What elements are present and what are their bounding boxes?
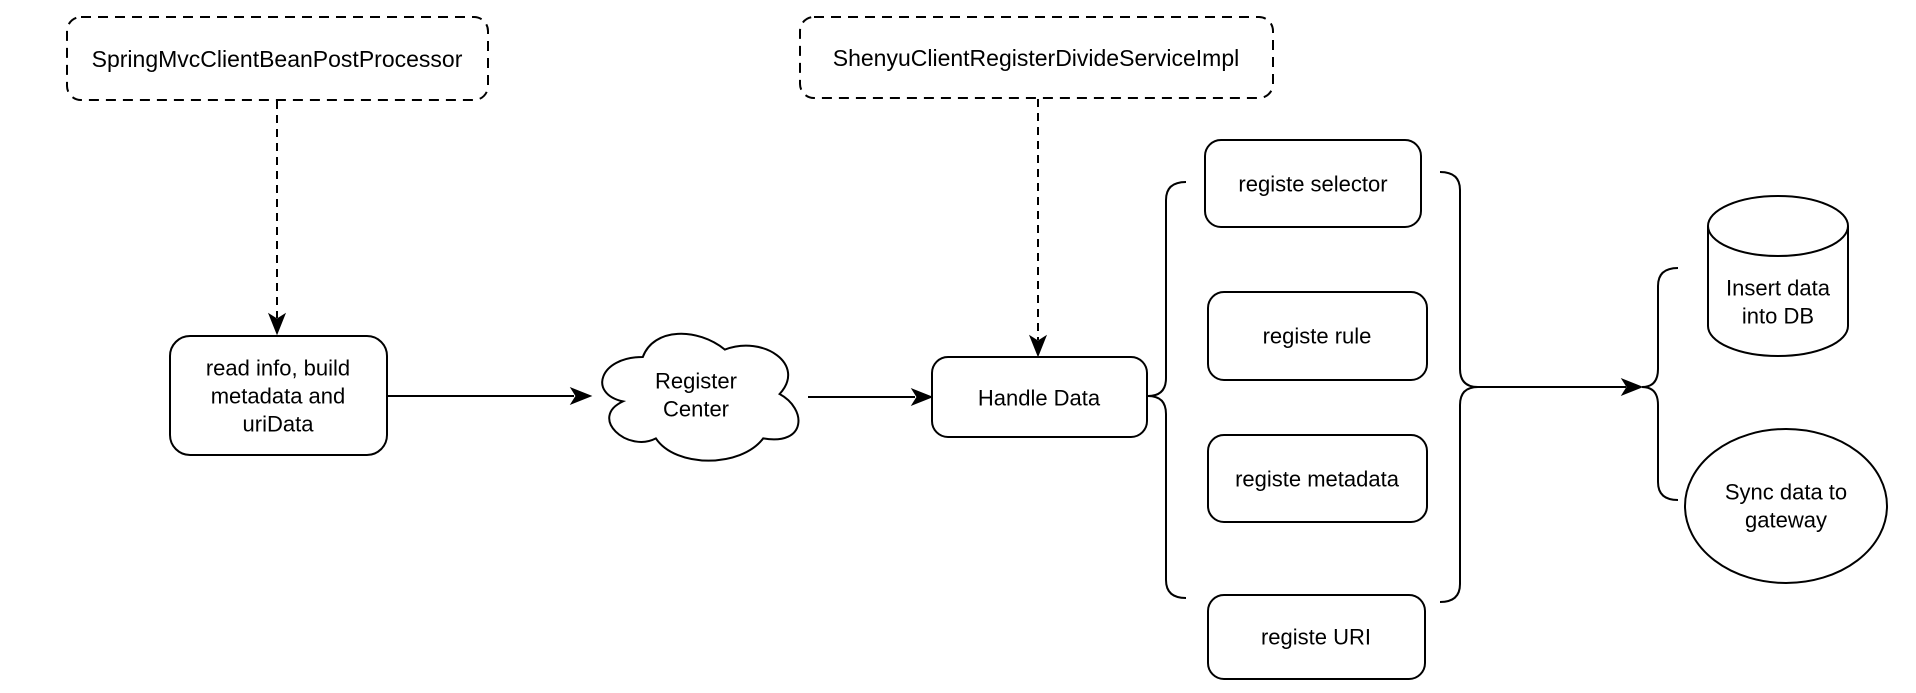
node-shenyu-client-register-divide-service-impl: ShenyuClientRegisterDivideServiceImpl — [799, 16, 1274, 99]
node-label-line2: into DB — [1742, 304, 1814, 329]
dashed-box — [66, 16, 489, 101]
node-label: registe metadata — [1235, 467, 1400, 492]
node-label: registe selector — [1238, 172, 1387, 197]
rounded-box — [1207, 594, 1426, 680]
rounded-box — [1204, 139, 1422, 228]
edge-registe-group-to-db-group — [1478, 377, 1644, 397]
arrowhead-right-icon — [569, 386, 593, 406]
node-label: SpringMvcClientBeanPostProcessor — [92, 46, 463, 72]
node-registe-metadata: registe metadata — [1207, 434, 1428, 523]
edge-spring-processor-to-read-info — [267, 101, 287, 336]
node-registe-rule: registe rule — [1207, 291, 1428, 381]
node-register-center-cloud: Register Center — [601, 332, 800, 462]
rounded-box — [169, 335, 388, 456]
node-insert-data-into-db: Insert data into DB — [1707, 195, 1849, 357]
brace-right-registe-group — [1439, 171, 1479, 603]
node-label: registe URI — [1261, 625, 1371, 650]
rounded-box — [1207, 434, 1428, 523]
node-spring-mvc-client-bean-post-processor: SpringMvcClientBeanPostProcessor — [66, 16, 489, 101]
arrowhead-right-icon — [1620, 377, 1644, 397]
node-label-line2: metadata and — [211, 384, 346, 409]
brace-left-db-group — [1641, 267, 1679, 501]
cloud-shape — [601, 332, 800, 462]
edge-shenyu-service-to-handle-data — [1028, 99, 1048, 358]
node-handle-data: Handle Data — [931, 356, 1148, 438]
node-read-info-build-metadata: read info, build metadata and uriData — [169, 335, 388, 456]
edge-register-center-to-handle-data — [808, 387, 934, 407]
node-registe-selector: registe selector — [1204, 139, 1422, 228]
node-sync-data-to-gateway: Sync data to gateway — [1684, 428, 1888, 584]
node-label-line2: Center — [663, 397, 729, 422]
node-label-line1: Register — [655, 369, 737, 394]
dashed-box — [799, 16, 1274, 99]
node-label-line1: read info, build — [206, 356, 350, 381]
node-label: registe rule — [1263, 324, 1372, 349]
arrowhead-right-icon — [910, 387, 934, 407]
edge-read-info-to-register-center — [388, 386, 593, 406]
node-registe-uri: registe URI — [1207, 594, 1426, 680]
rounded-box — [931, 356, 1148, 438]
node-label-line3: uriData — [243, 412, 315, 437]
rounded-box — [1207, 291, 1428, 381]
node-label-line1: Insert data — [1726, 276, 1831, 301]
node-label: ShenyuClientRegisterDivideServiceImpl — [833, 45, 1240, 71]
arrowhead-down-icon — [1028, 334, 1048, 358]
brace-left-registe-group — [1147, 181, 1187, 599]
ellipse-shape — [1684, 428, 1888, 584]
cylinder-body — [1707, 226, 1849, 357]
node-label-line1: Sync data to — [1725, 480, 1847, 505]
cylinder-top — [1707, 195, 1849, 257]
node-label-line2: gateway — [1745, 508, 1827, 533]
node-label: Handle Data — [978, 386, 1101, 411]
arrowhead-down-icon — [267, 312, 287, 336]
